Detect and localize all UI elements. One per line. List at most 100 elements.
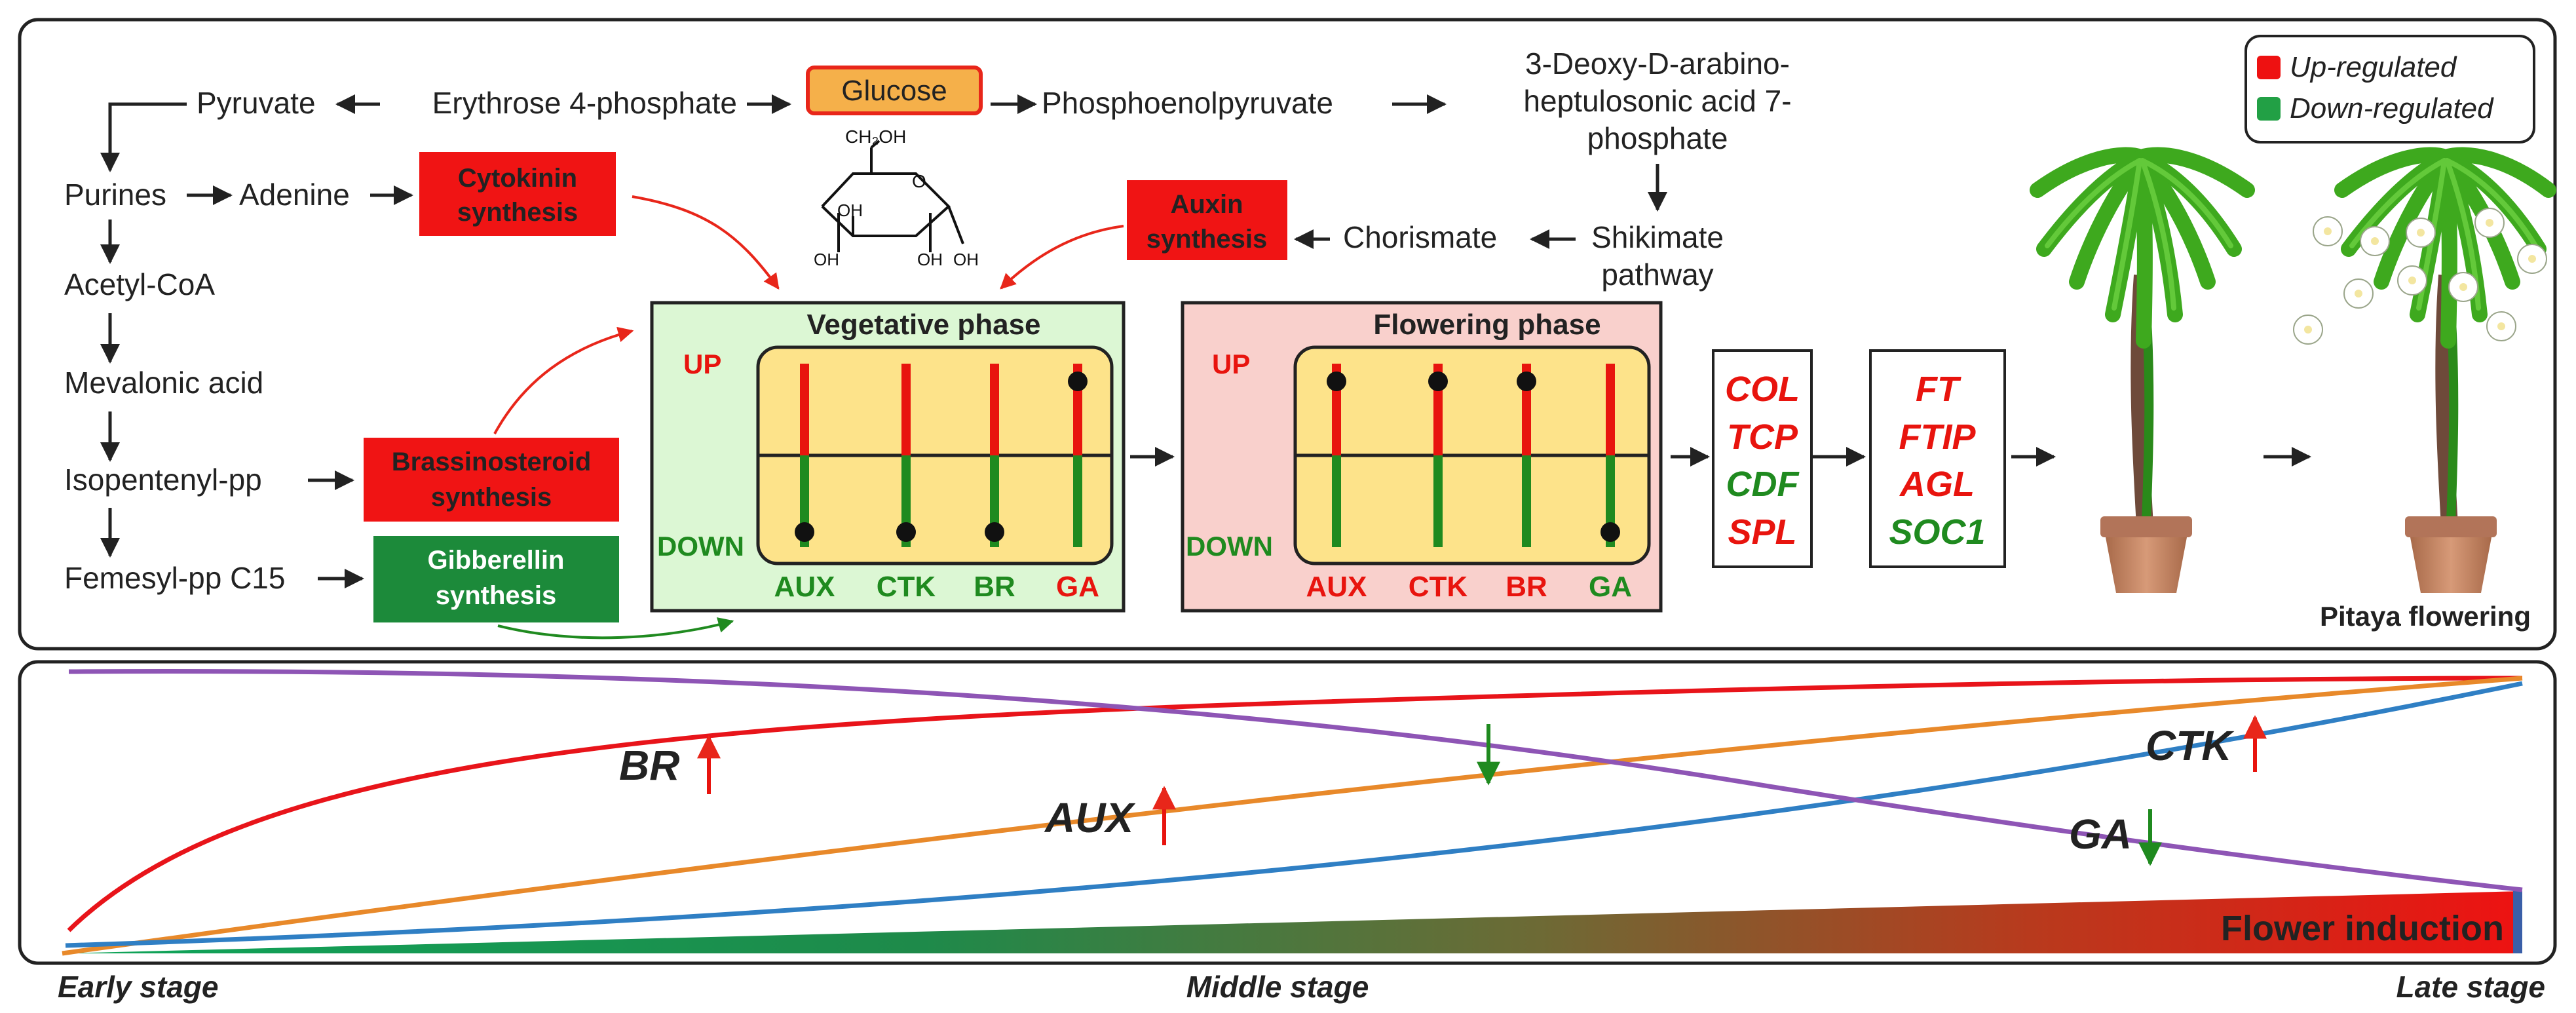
pitaya-flowering-label: Pitaya flowering [2320,601,2531,632]
cytokinin-label-1: Cytokinin [458,164,577,193]
oh-label-1: OH [837,201,863,220]
ctk-trend-label: CTK [2146,722,2235,769]
hormone-state-dot-ga [1601,522,1620,542]
flowering-up-label: UP [1212,349,1250,379]
gene-spl: SPL [1728,512,1796,552]
pyruvate-label: Pyruvate [197,86,316,120]
vegetative-down-label: DOWN [657,531,744,562]
hormone-up-bar-aux [800,364,809,455]
gibberellin-label-1: Gibberellin [428,546,565,575]
glucose-structure [821,140,964,252]
gibberellin-arrow [497,617,734,640]
pitaya-plant-vegetative [2030,147,2255,593]
early-stage-label: Early stage [58,970,218,1004]
bottom-panel-frame [18,660,2557,965]
hormone-up-bar-ctk [901,364,911,455]
dahp-label-2: heptulosonic acid 7- [1523,84,1791,118]
cytokinin-synthesis-box [419,152,616,236]
purines-label: Purines [64,178,166,212]
vegetative-label-ga: GA [1056,571,1099,603]
middle-stage-label: Middle stage [1186,970,1369,1004]
aux-trend-curve [62,676,2523,956]
gibberellin-synthesis-box [373,536,619,622]
gene-ft: FT [1916,370,1961,409]
oh-label-4: OH [953,250,979,269]
legend-down-label: Down-regulated [2290,92,2494,124]
gene-box-1 [1712,349,1813,568]
vegetative-label-ctk: CTK [877,571,936,603]
gene-cdf: CDF [1726,465,1800,504]
ring-oxygen-label: O [912,171,926,191]
shikimate-label-2: pathway [1601,258,1713,292]
oh-label-2: OH [814,250,839,269]
flowering-label-br: BR [1506,571,1547,603]
vegetative-hormone-bars [795,364,1088,547]
hormone-down-bar-aux [1332,455,1341,547]
farnesyl-label: Femesyl-pp C15 [64,561,285,595]
flowering-label-aux: AUX [1306,571,1367,603]
vegetative-label-br: BR [974,571,1015,603]
auxin-label-1: Auxin [1170,190,1243,219]
flowering-down-label: DOWN [1186,531,1273,562]
pathway-arrows [100,94,2311,588]
hormone-feed-arrows [493,195,1124,434]
aux-trend-label: AUX [1044,794,1135,841]
ch2oh-label: CH₂OH [845,126,906,147]
hormone-state-dot-aux [1327,372,1346,391]
flower-induction-wedge [62,891,2522,953]
dahp-label-1: 3-Deoxy-D-arabino- [1525,47,1790,81]
late-stage-label: Late stage [2396,970,2545,1004]
glucose-label: Glucose [841,75,947,107]
gene-col: COL [1725,370,1800,409]
legend-down-swatch [2257,97,2281,121]
pitaya-plant-flowering [2293,147,2556,593]
gibberellin-label-2: synthesis [436,581,557,610]
hormone-state-dot-ctk [896,522,916,542]
acetyl-coa-label: Acetyl-CoA [64,267,215,301]
top-panel-frame [18,18,2557,651]
shikimate-label-1: Shikimate [1591,220,1724,254]
legend-up-swatch [2257,56,2281,79]
hormone-state-dot-br [985,522,1004,542]
gene-ftip: FTIP [1899,417,1977,457]
isopentenyl-label: Isopentenyl-pp [64,463,262,497]
legend-box [2245,35,2535,143]
gene-list-2: FT FTIP AGL SOC1 [1889,370,1985,552]
flowering-label-ctk: CTK [1409,571,1468,603]
legend-up-label: Up-regulated [2290,51,2457,83]
hormone-down-bar-ctk [1433,455,1443,547]
brassinosteroid-label-2: synthesis [431,483,552,512]
br-trend-label: BR [619,742,679,789]
adenine-label: Adenine [239,178,350,212]
ga-trend-label: GA [2069,811,2132,858]
vegetative-up-label: UP [683,349,721,379]
hormone-up-bar-br [990,364,999,455]
gene-agl: AGL [1899,465,1975,504]
auxin-label-2: synthesis [1146,225,1268,254]
cytokinin-label-2: synthesis [457,198,578,227]
gene-tcp: TCP [1727,417,1798,457]
hormone-state-dot-br [1517,372,1536,391]
erythrose-label: Erythrose 4-phosphate [432,86,737,120]
dahp-label-3: phosphate [1587,121,1728,155]
hormone-state-dot-aux [795,522,814,542]
hormone-state-dot-ga [1068,372,1088,391]
phosphoenolpyruvate-label: Phosphoenolpyruvate [1042,86,1333,120]
hormone-down-bar-ga [1073,455,1082,547]
hormone-up-bar-ga [1606,364,1615,455]
gene-soc1: SOC1 [1889,512,1985,552]
brassinosteroid-label-1: Brassinosteroid [392,448,592,476]
flower-induction-edge [2513,891,2522,953]
gene-list-1: COL TCP CDF SPL [1725,370,1800,552]
flowering-label-ga: GA [1589,571,1632,603]
glucose-box [806,66,983,115]
gene-box-2 [1869,349,2006,568]
flower-induction-label: Flower induction [2221,909,2504,948]
vegetative-phase-title: Vegetative phase [806,309,1040,341]
chorismate-label: Chorismate [1343,220,1497,254]
mevalonic-acid-label: Mevalonic acid [64,366,263,400]
ga-trend-curve [68,669,2523,892]
flowering-hormone-labels: AUX CTK BR GA [1306,571,1632,603]
